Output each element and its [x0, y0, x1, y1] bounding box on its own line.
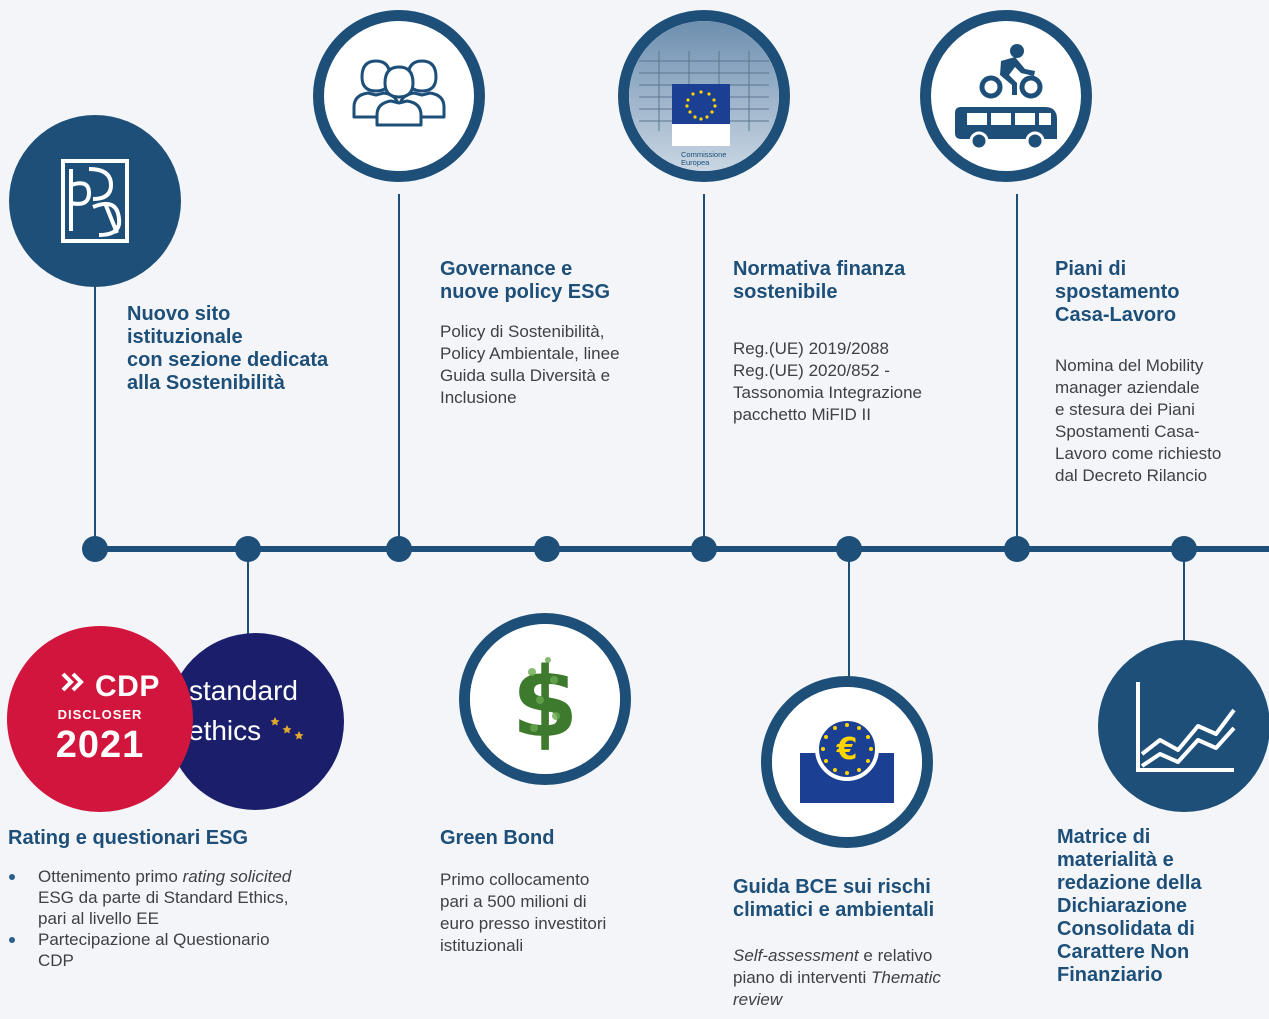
milestone-title: Green Bond [440, 827, 555, 849]
cdp-logo-icon [61, 672, 84, 692]
svg-text:$: $ [512, 647, 579, 759]
cdp-discloser-label: DISCLOSER [57, 707, 143, 722]
bpp-logo-icon [9, 115, 181, 287]
milestone-title: Matrice di materialità e redazione della… [1057, 826, 1202, 986]
milestone-title: Guida BCE sui rischi climatici e ambient… [733, 876, 935, 921]
milestone-description: Primo collocamento pari a 500 milioni di… [440, 870, 607, 955]
cdp-discloser-badge: CDP DISCLOSER 2021 [7, 626, 193, 812]
european-commission-building-icon: Commissione Europea [618, 10, 790, 182]
svg-text:€: € [836, 732, 858, 767]
list-item: Partecipazione al Questionario CDP [8, 929, 291, 971]
dollar-sign-plants-icon: $ [459, 613, 631, 785]
stars-icon [270, 717, 304, 740]
bike-and-bus-icon [920, 10, 1092, 182]
line-chart-icon [1098, 640, 1269, 812]
milestone-title: Governance e nuove policy ESG [440, 258, 611, 303]
milestone-description: Self-assessment e relativo piano di inte… [733, 946, 941, 1009]
standard-ethics-line2: ethics [188, 715, 262, 746]
timeline-axis [95, 546, 1269, 552]
milestone-description: Nomina del Mobility manager aziendale e … [1055, 356, 1222, 485]
timeline-dot [534, 536, 560, 562]
list-item: Ottenimento primo rating solicited ESG d… [8, 866, 291, 929]
connector-line [398, 194, 400, 546]
cdp-year: 2021 [55, 724, 145, 766]
milestone-description: Policy di Sostenibilità, Policy Ambienta… [440, 322, 620, 407]
people-group-icon [313, 10, 485, 182]
connector-line [703, 194, 705, 546]
milestone-title: Rating e questionari ESG [8, 827, 249, 849]
milestone-title: Nuovo sito istituzionale con sezione ded… [127, 303, 329, 394]
milestone-bullets: Ottenimento primo rating solicited ESG d… [8, 866, 291, 971]
milestone-description: Reg.(UE) 2019/2088 Reg.(UE) 2020/852 - T… [733, 339, 923, 424]
milestone-title: Normativa finanza sostenibile [733, 258, 906, 303]
milestone-title: Piani di spostamento Casa-Lavoro [1055, 258, 1180, 326]
connector-line [1016, 194, 1018, 546]
connector-line [848, 552, 850, 690]
connector-line [1183, 552, 1185, 642]
commission-caption: Commissione Europea [681, 150, 727, 167]
standard-ethics-badge: standard ethics [167, 633, 344, 810]
cdp-word: CDP [95, 670, 160, 703]
connector-line [94, 280, 96, 546]
standard-ethics-line1: standard [189, 675, 298, 706]
euro-ecb-icon: € [761, 676, 933, 848]
connector-line [247, 552, 249, 635]
